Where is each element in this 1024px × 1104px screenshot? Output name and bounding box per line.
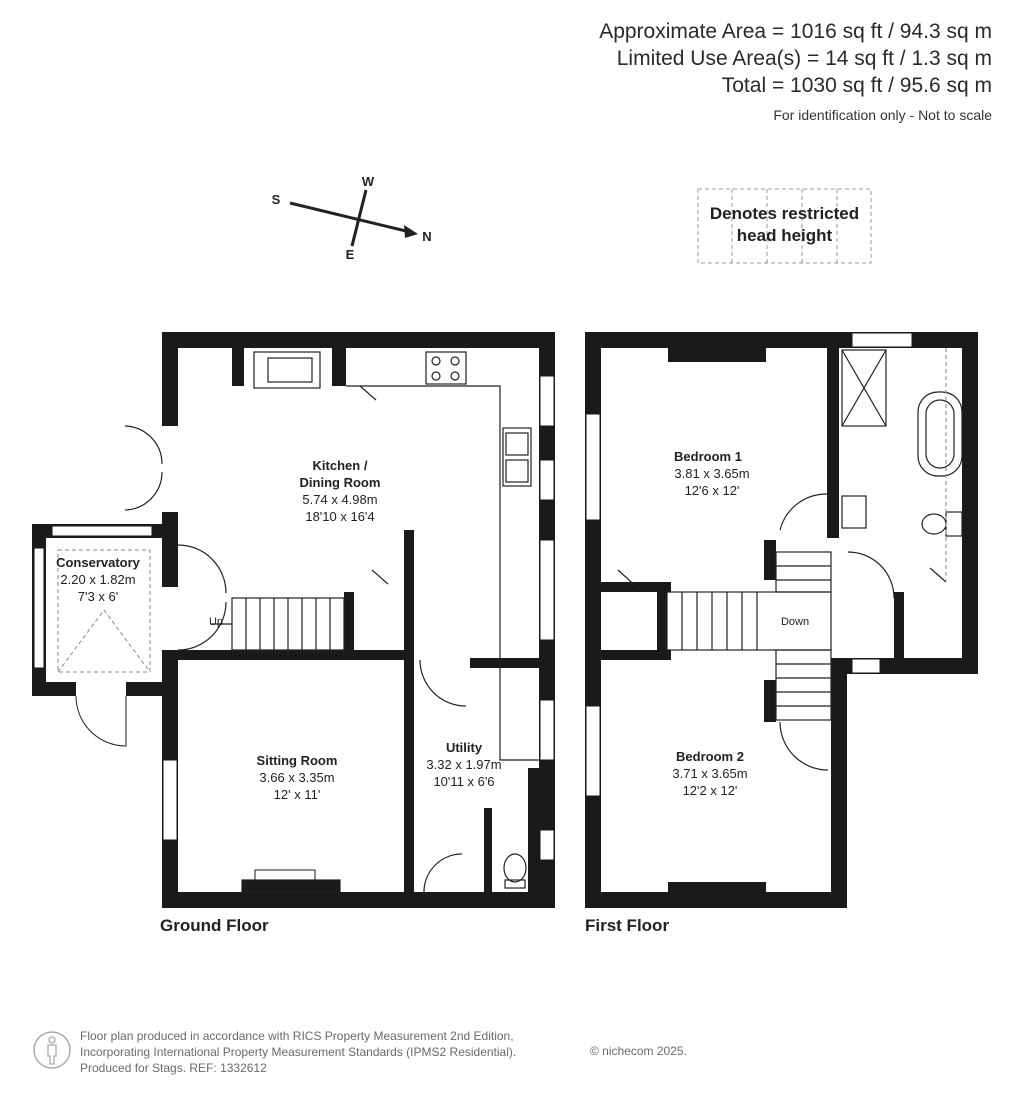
utility-metric: 3.32 x 1.97m [426,757,501,772]
legend-line-2: head height [736,226,833,245]
conservatory-metric: 2.20 x 1.82m [60,572,135,587]
kitchen-name-2: Dining Room [300,475,381,490]
conservatory-name: Conservatory [56,555,141,570]
first-floor-windows [585,332,913,797]
legend-line-1: Denotes restricted [709,204,860,223]
copyright: © nichecom 2025. [590,1044,687,1058]
stairs-down-label: Down [781,616,809,628]
footer-line-1: Floor plan produced in accordance with R… [80,1029,514,1043]
sitting-room-metric: 3.66 x 3.35m [259,770,334,785]
scale-note: For identification only - Not to scale [773,107,992,123]
conservatory-imperial: 7'3 x 6' [78,589,118,604]
kitchen-metric: 5.74 x 4.98m [302,492,377,507]
kitchen-imperial: 18'10 x 16'4 [305,509,374,524]
ground-floor-label: Ground Floor [160,916,269,935]
compass-west: W [362,174,375,189]
utility-name: Utility [446,740,483,755]
compass-north: N [422,229,431,244]
bedroom1-metric: 3.81 x 3.65m [674,466,749,481]
sitting-room-imperial: 12' x 11' [274,787,321,802]
bedroom2-imperial: 12'2 x 12' [683,783,738,798]
bedroom2-metric: 3.71 x 3.65m [672,766,747,781]
compass-south: S [272,192,281,207]
footer-text: Floor plan produced in accordance with R… [80,1028,516,1076]
utility-imperial: 10'11 x 6'6 [433,774,494,789]
compass-icon: S N W E [272,174,432,262]
stairs-up-label: Up [209,616,223,628]
footer-line-3: Produced for Stags. REF: 1332612 [80,1061,267,1075]
kitchen-fittings [124,351,539,893]
restricted-height-legend-box [697,188,872,264]
footer-line-2: Incorporating International Property Mea… [80,1045,517,1059]
bedroom2-name: Bedroom 2 [676,749,744,764]
first-floor-label: First Floor [585,916,670,935]
first-floor-fittings [617,348,963,771]
total-area: Total = 1030 sq ft / 95.6 sq m [721,74,992,97]
bedroom1-name: Bedroom 1 [674,449,742,464]
room-labels: Kitchen / Dining Room 5.74 x 4.98m 18'10… [56,449,809,802]
limited-use-area: Limited Use Area(s) = 14 sq ft / 1.3 sq … [616,47,992,70]
person-icon [33,1031,71,1069]
compass-east: E [346,247,355,262]
approximate-area: Approximate Area = 1016 sq ft / 94.3 sq … [599,20,992,43]
restricted-height-legend: Denotes restricted head height [697,203,872,247]
kitchen-name-1: Kitchen / [313,458,368,473]
floor-plan: S N W E [32,174,978,908]
conservatory-walls [32,524,162,747]
sitting-room-name: Sitting Room [257,753,338,768]
bedroom1-imperial: 12'6 x 12' [685,483,740,498]
ground-floor-windows [162,375,555,881]
